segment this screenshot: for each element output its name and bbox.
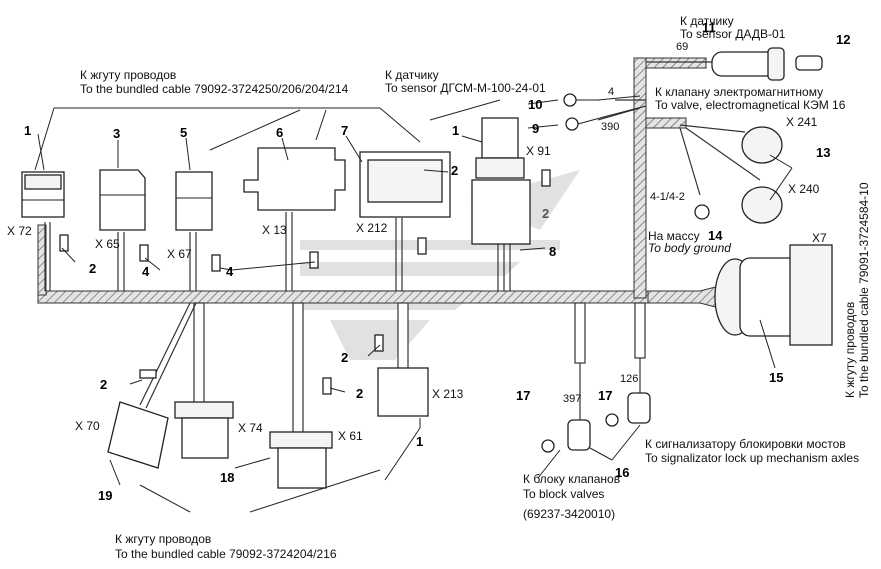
x70-label: X 70: [75, 419, 100, 433]
bundle-bottom-left-ru: К жгуту проводов: [115, 532, 211, 546]
x212-label: X 212: [356, 221, 388, 235]
callout-2f: 2: [100, 377, 107, 392]
sensor-dadv-en: To sensor ДАДВ-01: [680, 27, 786, 41]
connector-x65: [99, 169, 146, 231]
connector-x213: [377, 367, 429, 417]
round-connectors-13: [741, 126, 783, 224]
bundle-top-left-ru: К жгуту проводов: [80, 68, 176, 82]
callout-7: 7: [341, 123, 348, 138]
bundle-top-left-en: To the bundled cable 79092-3724250/206/2…: [80, 82, 349, 96]
label-valve-kem: К клапану электромагнитному To valve, el…: [655, 85, 846, 112]
connector-x7: [714, 244, 833, 346]
leader-lines: [34, 95, 793, 513]
bundle-right-en: To the bundled cable 79091-3724584-10: [857, 182, 871, 398]
connector-x72: [21, 171, 65, 218]
sensor-dgsm-en: To sensor ДГСМ-М-100-24-01: [385, 81, 546, 95]
connector-x212: [359, 151, 451, 218]
x213-label: X 213: [432, 387, 464, 401]
callout-17a: 17: [516, 388, 530, 403]
terminal-clips: [59, 169, 551, 395]
dim-4: 4: [608, 86, 614, 98]
x240-label: X 240: [788, 182, 820, 196]
dim-390: 390: [601, 121, 619, 133]
sensor-dadv: [711, 47, 823, 81]
x65-label: X 65: [95, 237, 120, 251]
connector-designations: X 72 X 65 X 67 X 13 X 212 X 91 X 241 X 2…: [7, 115, 827, 443]
connector-x70: [107, 401, 169, 469]
callout-2e: 2: [356, 386, 363, 401]
callout-numbers: 1 3 5 6 7 1 2 11 12 10 9 13 14 2 4 4 2 8…: [24, 20, 850, 503]
bundle-bottom-left-en: To the bundled cable 79092-3724204/216: [115, 547, 337, 561]
lug-terminals: [563, 93, 710, 220]
callout-6: 6: [276, 125, 283, 140]
bundle-right-ru: К жгуту проводов: [843, 302, 857, 398]
callout-1b: 1: [452, 123, 459, 138]
dim-4-1-4-2: 4-1/4-2: [650, 191, 685, 203]
callout-11: 11: [702, 20, 716, 35]
x72-label: X 72: [7, 224, 32, 238]
callout-2c: 2: [89, 261, 96, 276]
block-valves-ru: К блоку клапанов: [523, 472, 620, 486]
dimension-labels: 69 4 390 397 126 4-1/4-2: [563, 41, 688, 405]
callout-3: 3: [113, 126, 120, 141]
x7-label: X7: [812, 231, 827, 245]
callout-18: 18: [220, 470, 234, 485]
label-sensor-dgsm: К датчику To sensor ДГСМ-М-100-24-01: [385, 68, 546, 95]
sensor-dadv-ru: К датчику: [680, 14, 734, 28]
label-bundle-right: К жгуту проводов To the bundled cable 79…: [843, 182, 871, 398]
callout-4b: 4: [226, 264, 234, 279]
connector-x61: [269, 431, 333, 489]
body-ground-ru: На массу: [648, 229, 700, 243]
callout-10: 10: [528, 97, 542, 112]
label-body-ground: На массу To body ground: [648, 229, 731, 255]
label-bundle-bottom-left: К жгуту проводов To the bundled cable 79…: [115, 532, 337, 561]
main-harness-bundle: [37, 57, 736, 313]
callout-14: 14: [708, 228, 723, 243]
x61-label: X 61: [338, 429, 363, 443]
x241-label: X 241: [786, 115, 818, 129]
dim-126: 126: [620, 373, 638, 385]
callout-1c: 1: [416, 434, 423, 449]
sensor-dgsm-ru: К датчику: [385, 68, 439, 82]
callout-2b: 2: [542, 206, 549, 221]
valve-plugs-16: [541, 392, 651, 453]
block-valves-en: To block valves: [523, 487, 604, 501]
callout-16: 16: [615, 465, 629, 480]
label-sensor-dadv: К датчику To sensor ДАДВ-01: [680, 14, 786, 41]
connector-x74: [174, 401, 234, 459]
callout-9: 9: [532, 121, 539, 136]
signalizator-en: To signalizator lock up mechanism axles: [645, 451, 859, 465]
callout-4a: 4: [142, 264, 150, 279]
sensor-x91: [471, 117, 531, 245]
connector-x67: [175, 171, 213, 231]
x13-label: X 13: [262, 223, 287, 237]
label-bundle-top-left: К жгуту проводов To the bundled cable 79…: [80, 68, 349, 96]
callout-5: 5: [180, 125, 187, 140]
callout-1a: 1: [24, 123, 31, 138]
block-valves-code: (69237-3420010): [523, 507, 615, 521]
x91-label: X 91: [526, 144, 551, 158]
x67-label: X 67: [167, 247, 192, 261]
valve-kem-en: To valve, electromagnetical КЭМ 16: [655, 98, 846, 112]
callout-2a: 2: [451, 163, 458, 178]
x74-label: X 74: [238, 421, 263, 435]
callout-12: 12: [836, 32, 850, 47]
callout-15: 15: [769, 370, 783, 385]
callout-17b: 17: [598, 388, 612, 403]
callout-13: 13: [816, 145, 830, 160]
valve-kem-ru: К клапану электромагнитному: [655, 85, 823, 99]
body-ground-en: To body ground: [648, 241, 731, 255]
dim-397: 397: [563, 393, 581, 405]
label-block-valves: К блоку клапанов To block valves (69237-…: [523, 472, 620, 521]
dim-69: 69: [676, 41, 688, 53]
callout-19: 19: [98, 488, 112, 503]
label-signalizator: К сигнализатору блокировки мостов To sig…: [645, 437, 859, 465]
callout-2d: 2: [341, 350, 348, 365]
connector-x13: [243, 147, 346, 211]
signalizator-ru: К сигнализатору блокировки мостов: [645, 437, 846, 451]
callout-8: 8: [549, 244, 556, 259]
